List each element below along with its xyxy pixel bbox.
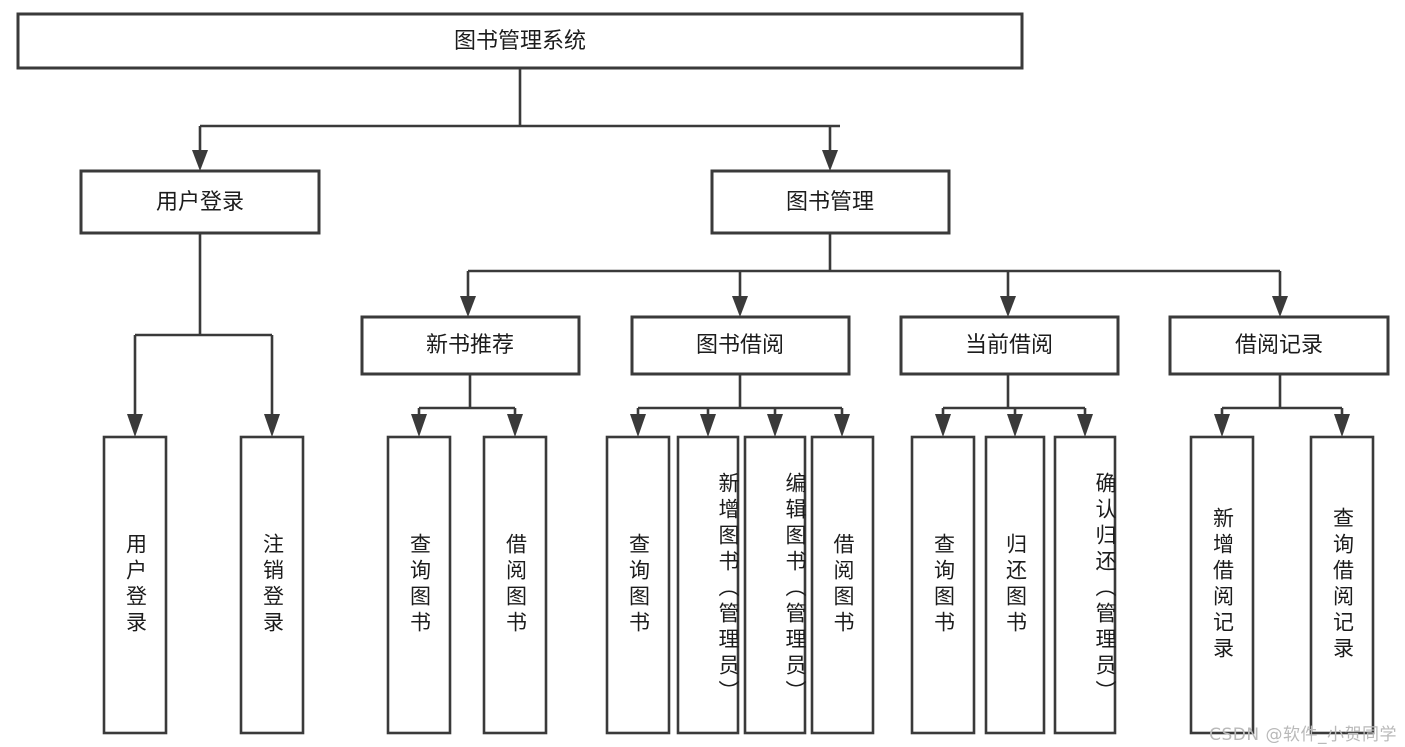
- connector-currentborrow-to-leaves: [935, 374, 1093, 437]
- node-new-book-recommend[interactable]: 新书推荐: [360, 315, 581, 376]
- node-user-login[interactable]: 用户登录: [79, 169, 321, 235]
- node-new-book-recommend-box[interactable]: [360, 315, 581, 376]
- arrowhead-leaf-user-login: [127, 414, 143, 437]
- leaf-box-query-book-2[interactable]: [605, 435, 671, 735]
- arrowhead-book-borrow: [732, 296, 748, 317]
- node-new-book-recommend-label: 新书推荐: [426, 333, 514, 358]
- connector-root-to-level2: [192, 68, 840, 171]
- node-book-manage-box[interactable]: [710, 169, 951, 235]
- csdn-watermark: CSDN @软件_小贺同学: [1209, 725, 1397, 745]
- leaf-box-query-book-3[interactable]: [910, 435, 976, 735]
- arrowhead-new-book-recommend: [460, 296, 476, 317]
- arrowhead-user-login: [192, 150, 208, 171]
- arrowhead-borrow-record: [1272, 296, 1288, 317]
- node-book-manage-label: 图书管理: [786, 190, 874, 215]
- arrowhead-leaf-borrow-book-1: [507, 414, 523, 437]
- leaf-box-logout[interactable]: [239, 435, 305, 735]
- arrowhead-leaf-query-book-3: [935, 414, 951, 437]
- node-book-borrow-label: 图书借阅: [696, 333, 784, 358]
- leaf-box-add-book[interactable]: [676, 435, 740, 735]
- connector-newbook-to-leaves: [411, 374, 523, 437]
- arrowhead-book-manage: [822, 150, 838, 171]
- node-borrow-record-box[interactable]: [1168, 315, 1390, 376]
- connector-borrowrecord-to-leaves: [1214, 374, 1350, 437]
- leaf-box-edit-book[interactable]: [743, 435, 807, 735]
- leaf-box-query-record[interactable]: [1309, 435, 1375, 735]
- node-user-login-box[interactable]: [79, 169, 321, 235]
- leaf-box-user-login[interactable]: [102, 435, 168, 735]
- arrowhead-leaf-query-record: [1334, 414, 1350, 437]
- connector-bookmanage-to-level3: [460, 233, 1288, 317]
- arrowhead-leaf-add-book: [700, 414, 716, 437]
- node-borrow-record-label: 借阅记录: [1235, 333, 1323, 358]
- connector-userlogin-to-leaves: [127, 233, 280, 437]
- leaf-box-borrow-book-2[interactable]: [810, 435, 875, 735]
- arrowhead-leaf-edit-book: [767, 414, 783, 437]
- node-current-borrow-label: 当前借阅: [965, 333, 1053, 358]
- arrowhead-leaf-query-book-2: [630, 414, 646, 437]
- node-root[interactable]: 图书管理系统: [16, 12, 1024, 70]
- arrowhead-leaf-add-record: [1214, 414, 1230, 437]
- node-current-borrow[interactable]: 当前借阅: [899, 315, 1120, 376]
- arrowhead-leaf-logout: [264, 414, 280, 437]
- node-book-manage[interactable]: 图书管理: [710, 169, 951, 235]
- leaf-box-confirm-return[interactable]: [1053, 435, 1117, 735]
- leaf-box-borrow-book-1[interactable]: [482, 435, 548, 735]
- leaf-box-add-record[interactable]: [1189, 435, 1255, 735]
- arrowhead-current-borrow: [1000, 296, 1016, 317]
- node-current-borrow-box[interactable]: [899, 315, 1120, 376]
- leaf-box-return-book[interactable]: [984, 435, 1046, 735]
- node-root-box[interactable]: [16, 12, 1024, 70]
- node-user-login-label: 用户登录: [156, 190, 244, 215]
- leaf-boxes: [102, 435, 1375, 735]
- arrowhead-leaf-confirm-return: [1077, 414, 1093, 437]
- arrowhead-leaf-borrow-book-2: [834, 414, 850, 437]
- node-book-borrow[interactable]: 图书借阅: [630, 315, 851, 376]
- connector-bookborrow-to-leaves: [630, 374, 850, 437]
- leaf-box-query-book-1[interactable]: [386, 435, 452, 735]
- arrowhead-leaf-query-book-1: [411, 414, 427, 437]
- node-borrow-record[interactable]: 借阅记录: [1168, 315, 1390, 376]
- node-root-label: 图书管理系统: [454, 29, 586, 54]
- arrowhead-leaf-return-book: [1007, 414, 1023, 437]
- node-book-borrow-box[interactable]: [630, 315, 851, 376]
